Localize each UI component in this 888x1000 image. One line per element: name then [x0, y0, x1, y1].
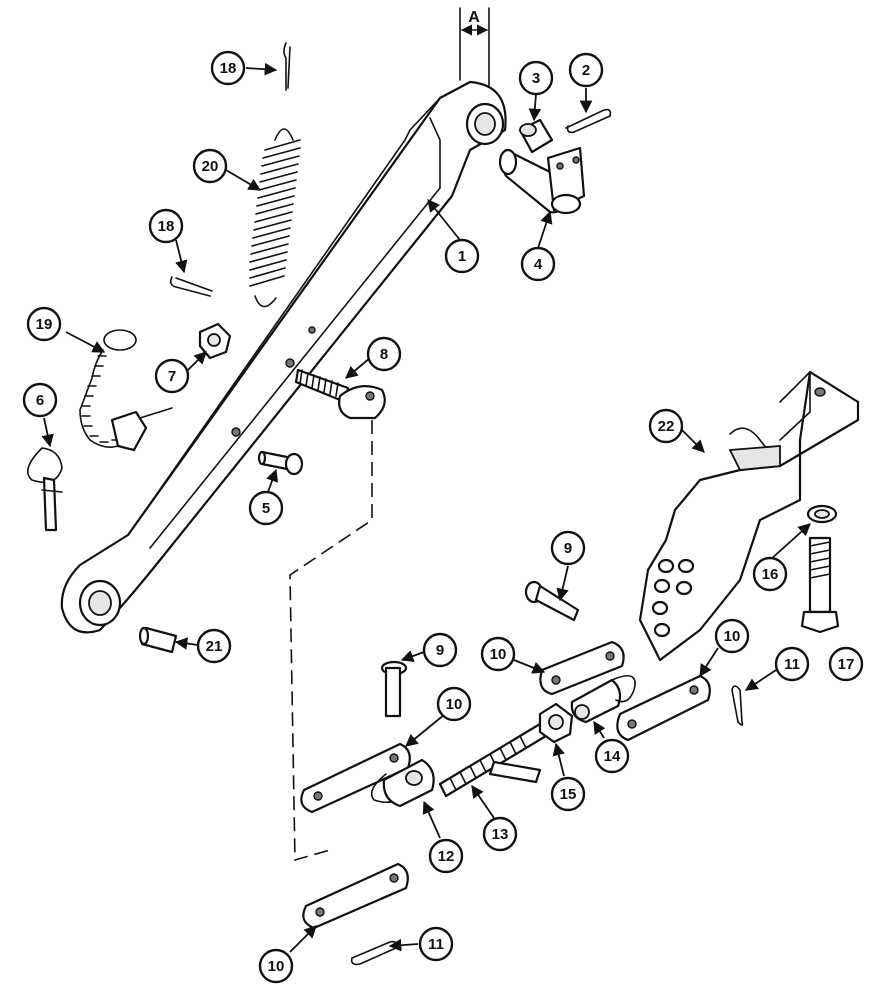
- link-plate-upper: [539, 640, 625, 696]
- mounting-bracket: [638, 370, 860, 662]
- turnbuckle-screw: [438, 722, 548, 798]
- svg-text:10: 10: [724, 628, 741, 645]
- svg-text:1: 1: [458, 248, 466, 265]
- callout-10-lower: 10: [258, 948, 294, 984]
- clevis-pin-lower: [380, 660, 408, 718]
- bolt: [800, 536, 840, 634]
- link-plate-right: [616, 674, 711, 742]
- callout-12: 12: [428, 838, 464, 874]
- lynch-clip-bottom: [350, 940, 398, 966]
- leader-lines: [41, 62, 811, 953]
- callout-19: 19: [26, 306, 62, 342]
- clevis-pin-upper: [524, 580, 580, 622]
- lynch-clip-top: [565, 108, 612, 134]
- threaded-eye-end-right: [570, 674, 636, 724]
- svg-text:17: 17: [838, 656, 855, 673]
- callout-10-upper: 10: [480, 636, 516, 672]
- callout-5: 5: [248, 490, 284, 526]
- callout-16: 16: [752, 556, 788, 592]
- cotter-pin-middle: [169, 276, 213, 297]
- callout-13: 13: [482, 816, 518, 852]
- svg-text:18: 18: [220, 60, 237, 77]
- callout-22: 22: [648, 408, 684, 444]
- svg-text:15: 15: [560, 786, 577, 803]
- lower-link-arm: [60, 80, 507, 634]
- svg-text:10: 10: [446, 696, 463, 713]
- svg-text:14: 14: [604, 748, 621, 765]
- callout-15: 15: [550, 776, 586, 812]
- callout-10-middle: 10: [436, 686, 472, 722]
- svg-text:16: 16: [762, 566, 779, 583]
- callout-8: 8: [366, 336, 402, 372]
- callout-21: 21: [196, 628, 232, 664]
- svg-text:13: 13: [492, 826, 509, 843]
- callout-4: 4: [520, 246, 556, 282]
- callout-9-upper: 9: [550, 530, 586, 566]
- callout-10-right: 10: [714, 618, 750, 654]
- callout-7: 7: [154, 358, 190, 394]
- svg-text:12: 12: [438, 848, 455, 865]
- dimension-label: A: [468, 9, 480, 26]
- svg-text:11: 11: [428, 936, 444, 953]
- svg-text:5: 5: [262, 500, 270, 517]
- callout-3: 3: [518, 60, 554, 96]
- bushing: [138, 626, 178, 654]
- callout-18-top: 18: [210, 50, 246, 86]
- assembly-line: [289, 420, 373, 862]
- callout-11-right: 11: [774, 646, 810, 682]
- svg-text:11: 11: [784, 656, 800, 673]
- link-plate-lower: [302, 862, 409, 930]
- callout-1: 1: [444, 238, 480, 274]
- locknut: [538, 702, 574, 744]
- callout-2: 2: [568, 52, 604, 88]
- svg-text:20: 20: [202, 158, 219, 175]
- top-bushing: [518, 118, 554, 154]
- dimension-a: A: [459, 7, 490, 101]
- callout-9-lower: 9: [422, 632, 458, 668]
- svg-text:2: 2: [582, 62, 590, 79]
- callout-14: 14: [594, 738, 630, 774]
- svg-text:7: 7: [168, 368, 176, 385]
- cotter-pin-top: [283, 42, 291, 91]
- svg-text:10: 10: [490, 646, 507, 663]
- svg-text:4: 4: [534, 256, 543, 273]
- callout-11-bottom: 11: [418, 926, 454, 962]
- callout-17: 17: [828, 646, 864, 682]
- svg-text:8: 8: [380, 346, 388, 363]
- washer: [806, 504, 838, 524]
- svg-text:9: 9: [436, 642, 444, 659]
- spring: [249, 128, 301, 308]
- clevis-pin: [257, 450, 304, 476]
- pin-with-plate: [498, 146, 586, 215]
- svg-text:10: 10: [268, 958, 285, 975]
- callout-20: 20: [192, 148, 228, 184]
- svg-text:3: 3: [532, 70, 540, 87]
- threaded-eye-end: [370, 758, 435, 808]
- ring-pin: [26, 447, 63, 532]
- nut: [198, 322, 232, 360]
- lynch-clip-right: [731, 685, 744, 726]
- svg-text:9: 9: [564, 540, 572, 557]
- svg-text:6: 6: [36, 392, 44, 409]
- callout-18-middle: 18: [148, 208, 184, 244]
- svg-text:21: 21: [206, 638, 223, 655]
- chain-with-pin: [79, 329, 173, 452]
- svg-text:22: 22: [658, 418, 675, 435]
- svg-text:18: 18: [158, 218, 175, 235]
- callout-6: 6: [22, 382, 58, 418]
- eye-bolt: [294, 368, 386, 420]
- svg-text:19: 19: [36, 316, 53, 333]
